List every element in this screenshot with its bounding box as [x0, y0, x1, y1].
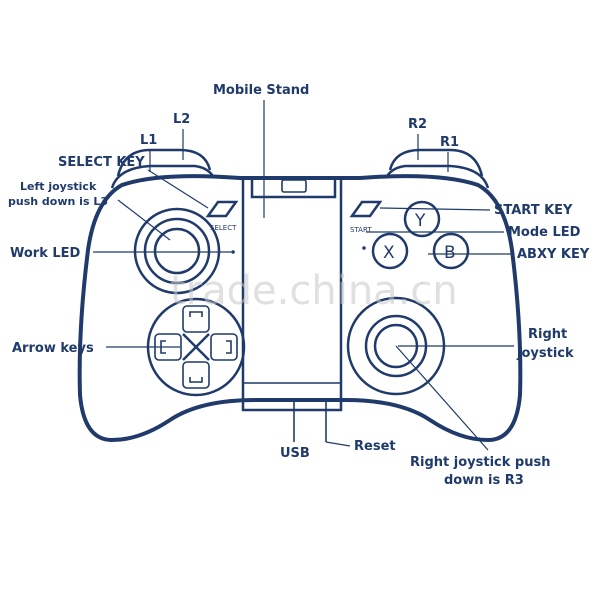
dpad-right-bracket [226, 340, 232, 354]
label-start-key: START KEY [494, 203, 573, 218]
button-y-letter: Y [414, 211, 426, 231]
label-r1: R1 [440, 135, 459, 150]
dpad-right [210, 333, 238, 361]
dpad-x-line2 [182, 333, 210, 361]
label-left-joystick-2: push down is L3 [8, 195, 108, 208]
leader-start-key [379, 207, 491, 211]
stand-clip-tab [281, 179, 307, 193]
label-l1: L1 [140, 133, 157, 148]
dpad-up [182, 305, 210, 333]
controller-body [77, 174, 523, 442]
dpad-top-bracket [189, 311, 203, 317]
button-x [371, 232, 409, 270]
label-arrow-keys: Arrow keys [12, 341, 94, 356]
label-work-led: Work LED [10, 246, 81, 261]
select-button-text: SELECT [210, 224, 237, 232]
left-joystick-outer [133, 207, 221, 295]
button-y [403, 200, 441, 238]
label-r3-2: down is R3 [444, 473, 524, 488]
stand-clip [250, 178, 337, 199]
mode-led-dot [362, 246, 366, 250]
label-l2: L2 [173, 112, 190, 127]
l1-bumper [110, 164, 217, 189]
label-mode-led: Mode LED [508, 225, 581, 240]
left-joystick-ring [143, 217, 211, 285]
dpad-bottom-bracket [189, 377, 203, 383]
button-b-letter: B [444, 243, 456, 263]
label-right-joystick-1: Right [528, 327, 567, 342]
work-led-dot [231, 250, 235, 254]
label-reset: Reset [354, 439, 396, 454]
leader-r3 [395, 345, 489, 451]
start-button-shape [349, 200, 383, 218]
leader-select-key [147, 169, 209, 209]
button-b [432, 232, 470, 270]
r1-bumper [383, 164, 490, 189]
label-mobile-stand: Mobile Stand [213, 83, 309, 98]
label-usb: USB [280, 446, 310, 461]
label-abxy-key: ABXY KEY [517, 247, 590, 262]
select-button-shape [205, 200, 239, 218]
left-joystick-cap [153, 227, 201, 275]
leader-reset [325, 441, 351, 447]
l2-trigger [116, 148, 212, 177]
label-r2: R2 [408, 117, 427, 132]
r2-trigger [388, 148, 484, 177]
label-r3-1: Right joystick push [410, 455, 550, 470]
dpad-down [182, 361, 210, 389]
leader-left-joystick [117, 199, 171, 241]
watermark: trade.china.cn [170, 268, 458, 314]
label-select-key: SELECT KEY [58, 155, 145, 170]
label-left-joystick-1: Left joystick [20, 180, 97, 193]
mobile-stand [241, 176, 343, 412]
start-button-text: START [350, 226, 372, 234]
label-right-joystick-2: joystick [516, 346, 574, 361]
button-x-letter: X [383, 243, 395, 263]
